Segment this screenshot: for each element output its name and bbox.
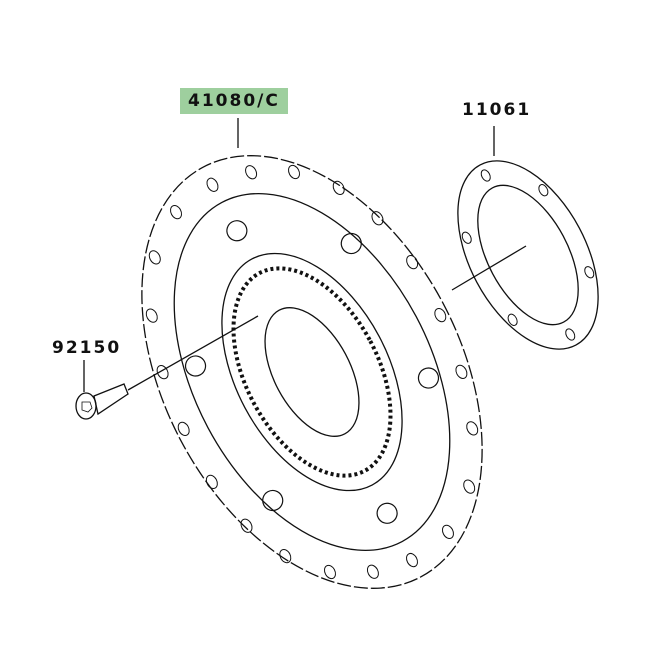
gasket-icon [457, 160, 599, 350]
part-label-41080c[interactable]: 41080/C [180, 88, 288, 114]
part-label-92150[interactable]: 92150 [52, 338, 122, 358]
part-label-11061[interactable]: 11061 [462, 100, 532, 120]
brake-disc-icon [141, 155, 483, 589]
bolt-icon [75, 383, 129, 420]
